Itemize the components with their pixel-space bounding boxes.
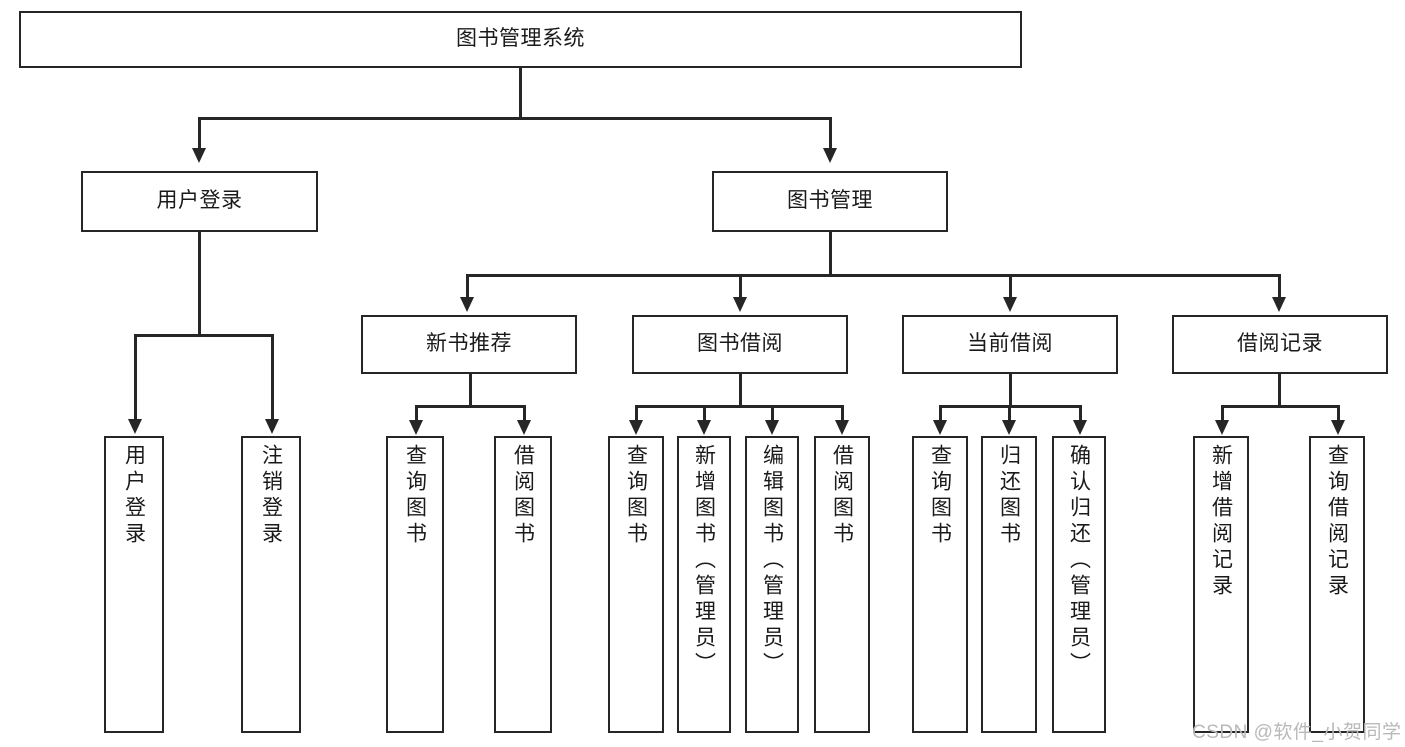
connector-user-login-leaf2: [271, 334, 274, 420]
arrow-root-to-user-login: [192, 148, 206, 163]
node-label: 借阅记录: [1237, 332, 1323, 356]
connector-currentborrow-leaf2: [1008, 405, 1011, 421]
arrow-bookborrow-leaf1: [629, 420, 643, 435]
node-book-management[interactable]: 图书管理: [712, 171, 948, 232]
arrow-bm-to-book-borrow: [733, 297, 747, 312]
leaf-newbook-borrow-books[interactable]: 借阅图书: [494, 436, 552, 733]
node-user-login[interactable]: 用户登录: [81, 171, 318, 232]
connector-root-stem: [519, 68, 522, 118]
arrow-currentborrow-leaf2: [1002, 420, 1016, 435]
leaf-label: 借阅图书: [511, 444, 535, 548]
node-current-borrow[interactable]: 当前借阅: [902, 315, 1118, 374]
connector-book-management-bar: [466, 274, 1280, 277]
connector-root-bar: [198, 117, 831, 120]
node-root-book-management-system[interactable]: 图书管理系统: [19, 11, 1022, 68]
connector-newbook-leaf2: [523, 405, 526, 421]
connector-root-to-book-management: [829, 117, 832, 149]
arrow-currentborrow-leaf3: [1073, 420, 1087, 435]
leaf-user-login[interactable]: 用户登录: [104, 436, 164, 733]
leaf-currentborrow-return-books[interactable]: 归还图书: [981, 436, 1037, 733]
leaf-bookborrow-borrow-books[interactable]: 借阅图书: [814, 436, 870, 733]
connector-newbook-stem: [469, 374, 472, 406]
arrow-user-login-leaf1: [128, 419, 142, 434]
arrow-currentborrow-leaf1: [933, 420, 947, 435]
connector-user-login-stem: [198, 232, 201, 335]
node-label: 新书推荐: [426, 332, 512, 356]
node-label: 图书管理: [787, 189, 873, 213]
connector-bm-to-book-borrow: [739, 274, 742, 298]
connector-bm-to-current-borrow: [1009, 274, 1012, 298]
leaf-borrowrecords-query-record[interactable]: 查询借阅记录: [1309, 436, 1365, 733]
arrow-bookborrow-leaf4: [835, 420, 849, 435]
arrow-root-to-book-management: [823, 148, 837, 163]
node-book-borrow[interactable]: 图书借阅: [632, 315, 848, 374]
connector-bm-to-borrow-records: [1278, 274, 1281, 298]
leaf-newbook-query-books[interactable]: 查询图书: [386, 436, 444, 733]
leaf-bookborrow-edit-book-admin[interactable]: 编辑图书（管理员）: [745, 436, 799, 733]
arrow-newbook-leaf2: [517, 420, 531, 435]
connector-borrowrecords-leaf1: [1221, 405, 1224, 421]
connector-bookborrow-leaf1: [635, 405, 638, 421]
arrow-bookborrow-leaf2: [697, 420, 711, 435]
leaf-currentborrow-query-books[interactable]: 查询图书: [912, 436, 968, 733]
leaf-bookborrow-add-book-admin[interactable]: 新增图书（管理员）: [677, 436, 731, 733]
arrow-user-login-leaf2: [265, 419, 279, 434]
connector-bookborrow-leaf2: [703, 405, 706, 421]
arrow-borrowrecords-leaf1: [1215, 420, 1229, 435]
leaf-borrowrecords-add-record[interactable]: 新增借阅记录: [1193, 436, 1249, 733]
connector-user-login-leaf1: [134, 334, 137, 420]
connector-bookborrow-bar: [635, 405, 843, 408]
node-new-book-recommend[interactable]: 新书推荐: [361, 315, 577, 374]
leaf-label: 新增借阅记录: [1209, 444, 1233, 600]
leaf-label: 查询图书: [624, 444, 648, 548]
connector-borrowrecords-bar: [1221, 405, 1339, 408]
connector-book-management-stem: [829, 232, 832, 275]
connector-newbook-bar: [415, 405, 525, 408]
connector-bookborrow-stem: [739, 374, 742, 406]
leaf-label: 查询图书: [403, 444, 427, 548]
node-borrow-records[interactable]: 借阅记录: [1172, 315, 1388, 374]
leaf-label: 新增图书（管理员）: [692, 444, 716, 678]
leaf-label: 用户登录: [122, 444, 146, 548]
arrow-bm-to-new-book: [460, 297, 474, 312]
arrow-bm-to-borrow-records: [1272, 297, 1286, 312]
connector-bookborrow-leaf3: [771, 405, 774, 421]
connector-borrowrecords-leaf2: [1337, 405, 1340, 421]
node-label: 当前借阅: [967, 332, 1053, 356]
connector-newbook-leaf1: [415, 405, 418, 421]
node-label: 用户登录: [156, 189, 243, 213]
arrow-newbook-leaf1: [409, 420, 423, 435]
leaf-bookborrow-query-books[interactable]: 查询图书: [608, 436, 664, 733]
leaf-currentborrow-confirm-return-admin[interactable]: 确认归还（管理员）: [1052, 436, 1106, 733]
connector-borrowrecords-stem: [1278, 374, 1281, 406]
connector-user-login-bar: [134, 334, 273, 337]
leaf-label: 借阅图书: [830, 444, 854, 548]
arrow-borrowrecords-leaf2: [1331, 420, 1345, 435]
leaf-label: 注销登录: [259, 444, 283, 548]
connector-root-to-user-login: [198, 117, 201, 149]
node-label: 图书借阅: [697, 332, 783, 356]
leaf-user-logout[interactable]: 注销登录: [241, 436, 301, 733]
connector-currentborrow-stem: [1009, 374, 1012, 406]
leaf-label: 确认归还（管理员）: [1067, 444, 1091, 678]
leaf-label: 归还图书: [997, 444, 1021, 548]
node-label: 图书管理系统: [456, 27, 585, 51]
connector-currentborrow-leaf3: [1079, 405, 1082, 421]
arrow-bm-to-current-borrow: [1003, 297, 1017, 312]
leaf-label: 查询图书: [928, 444, 952, 548]
leaf-label: 编辑图书（管理员）: [760, 444, 784, 678]
arrow-bookborrow-leaf3: [765, 420, 779, 435]
leaf-label: 查询借阅记录: [1325, 444, 1349, 600]
connector-bookborrow-leaf4: [841, 405, 844, 421]
connector-currentborrow-leaf1: [939, 405, 942, 421]
connector-bm-to-new-book: [466, 274, 469, 298]
